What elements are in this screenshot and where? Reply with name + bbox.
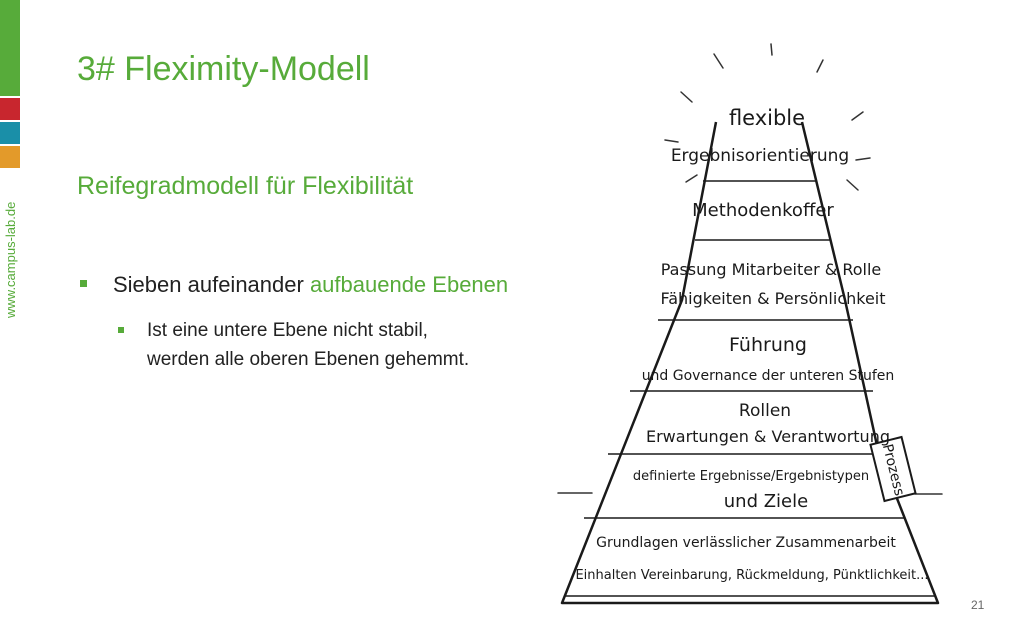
level6-line1: Methodenkoffer [692,200,834,221]
bullet2-line2: werden alle oberen Ebenen gehemmt. [147,349,470,370]
level1-line1: Grundlagen verlässlicher Zusammenarbeit [596,535,896,551]
process-box: Prozess [869,435,917,503]
level4-line1: Führung [729,334,807,356]
level5-line1: Passung Mitarbeiter & Rolle [661,260,882,279]
level7-line2: Ergebnisorientierung [671,146,849,166]
color-strip-green [0,0,20,96]
website-url: www.campus-lab.de [3,201,18,318]
page-number: 21 [971,598,985,612]
level3-line1: Rollen [739,401,791,421]
pyramid-outline [560,121,940,605]
level4-line2: und Governance der unteren Stufen [642,368,895,384]
bullet2-line1: Ist eine untere Ebene nicht stabil, [147,320,428,341]
maturity-pyramid: Prozess flexible Ergebnisorientierung Me… [557,43,943,605]
level7-line1: flexible [729,106,805,130]
radiating-lines [557,43,943,495]
slide-title: 3# Fleximity-Modell [77,50,370,88]
bullet1-text: Sieben aufeinander [113,272,310,297]
bullet-square-icon [118,327,124,333]
level-separators [564,180,936,597]
level1-line2: Einhalten Vereinbarung, Rückmeldung, Pün… [575,568,928,583]
level2-line1: definierte Ergebnisse/Ergebnistypen [633,469,869,484]
level3-line2: Erwartungen & Verantwortung [646,427,890,446]
color-strip-orange [0,146,20,168]
bullet-level1: Sieben aufeinander aufbauende Ebenen [80,272,508,298]
level5-line2: Fähigkeiten & Persönlichkeit [660,289,885,308]
bullet-square-icon [80,279,87,287]
color-strip-red [0,98,20,120]
bullet1-highlight: aufbauende Ebenen [309,272,509,297]
level2-line2: und Ziele [724,491,808,512]
color-strip-teal [0,122,20,144]
bullet-level2: Ist eine untere Ebene nicht stabil, werd… [118,316,469,374]
slide-subtitle: Reifegradmodell für Flexibilität [77,172,414,200]
